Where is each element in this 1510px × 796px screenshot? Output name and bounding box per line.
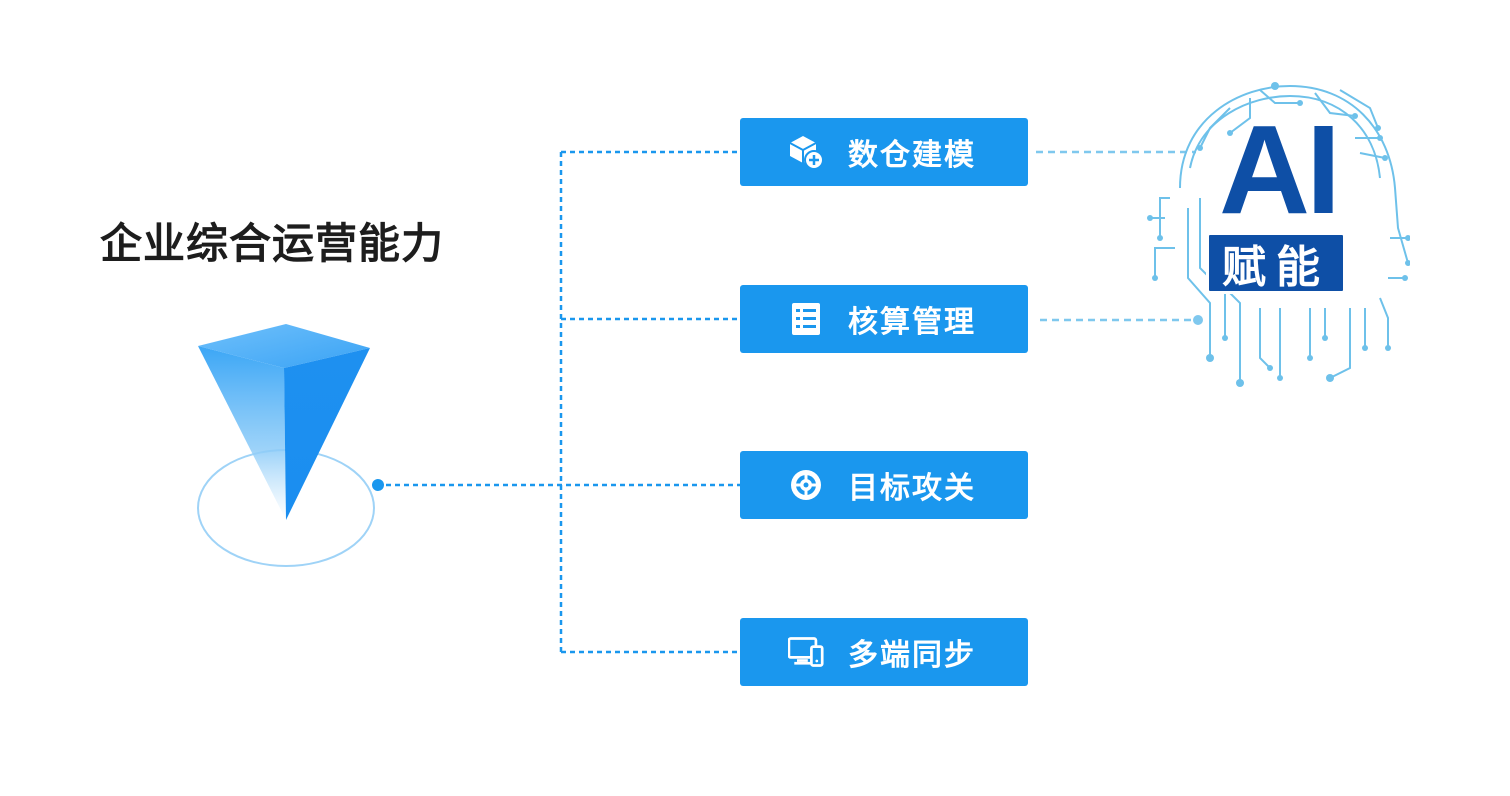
capability-button-goal-tackling[interactable]: 目标攻关: [740, 451, 1028, 519]
diagram-title: 企业综合运营能力: [100, 219, 445, 268]
ai-badge-subtitle: 赋能: [1206, 232, 1346, 294]
capability-label: 数仓建模: [848, 138, 976, 173]
target-icon: [788, 467, 824, 503]
ai-badge-text: AI: [1219, 99, 1341, 240]
capability-label: 核算管理: [848, 305, 976, 340]
list-icon: [788, 301, 824, 337]
capability-label: 目标攻关: [848, 471, 976, 506]
ai-circuit-head-illustration: [1147, 82, 1410, 387]
capability-button-multi-device-sync[interactable]: 多端同步: [740, 618, 1028, 686]
pyramid-illustration: [197, 324, 375, 567]
cube-plus-icon: [788, 134, 824, 170]
capability-button-warehouse-modeling[interactable]: 数仓建模: [740, 118, 1028, 186]
capability-button-accounting[interactable]: 核算管理: [740, 285, 1028, 353]
devices-icon: [788, 634, 824, 670]
capability-label: 多端同步: [848, 638, 976, 673]
